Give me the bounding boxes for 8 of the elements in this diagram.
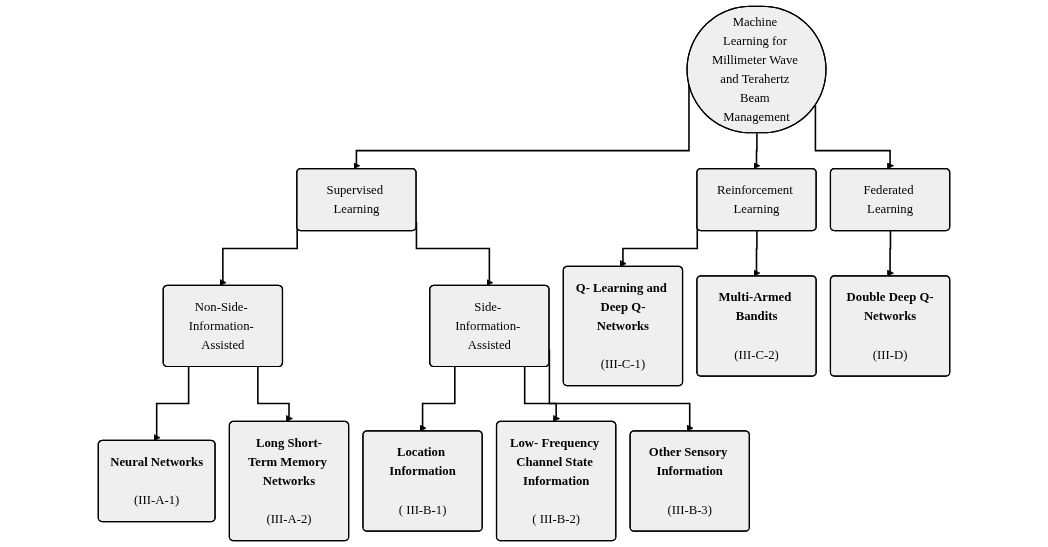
arrow: [419, 366, 456, 432]
arrow: [257, 366, 293, 423]
arrow: [753, 132, 761, 170]
arrow: [814, 104, 894, 170]
arrow: [523, 366, 560, 423]
arrow: [753, 230, 761, 277]
arrow: [153, 366, 190, 442]
arrow: [886, 230, 894, 277]
